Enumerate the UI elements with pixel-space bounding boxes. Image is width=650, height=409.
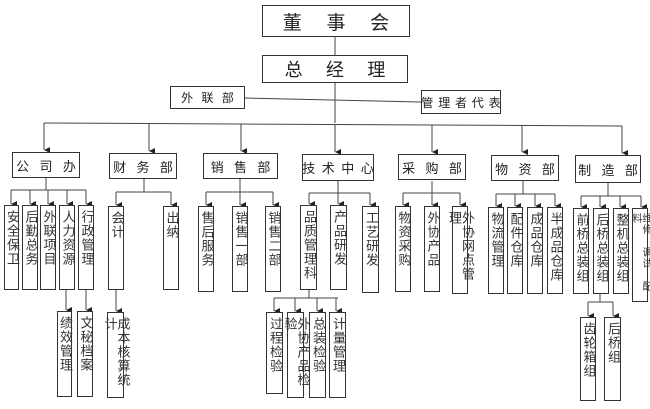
unit-label: 行政管理 xyxy=(78,210,94,266)
general-manager-box: 总经理 xyxy=(262,55,408,83)
unit-material-purchase: 物资采购 xyxy=(395,206,411,292)
unit-process-rd: 工艺研发 xyxy=(362,206,379,293)
dept-procurement: 采购部 xyxy=(398,154,466,180)
unit-admin: 行政管理 xyxy=(78,205,94,290)
unit-label: 外协产品 xyxy=(424,211,440,267)
unit-sales-2: 销售二部 xyxy=(265,206,281,292)
unit-maintenance-testing: 维修 调试 配料 xyxy=(630,208,650,302)
unit-label: 过程检验 xyxy=(267,317,282,373)
dept-finance: 财务部 xyxy=(109,153,177,179)
management-rep-box: 管理者代表 xyxy=(421,90,501,114)
unit-quality-management: 品质管理科 xyxy=(300,205,317,290)
sub-gearbox-group: 齿轮箱组 xyxy=(580,317,596,401)
unit-machine-assembly: 整机总装组 xyxy=(613,208,629,294)
sub-cost-accounting: 成本核算统计 xyxy=(102,312,130,398)
dept-label: 物资部 xyxy=(495,162,566,178)
dept-label: 公司办 xyxy=(16,159,87,175)
dept-tech-center: 技术中心 xyxy=(302,154,374,181)
unit-label: 后桥总装组 xyxy=(593,213,609,283)
sub-performance: 绩效管理 xyxy=(57,311,72,397)
sub-process-inspection: 过程检验 xyxy=(266,312,283,394)
sub-assembly-inspection: 总装检验 xyxy=(309,312,326,398)
dept-general-office: 公司办 xyxy=(12,152,80,178)
unit-parts-warehouse: 配件仓库 xyxy=(507,207,523,294)
unit-front-axle-assembly: 前桥总装组 xyxy=(573,208,589,294)
management-rep-label: 管理者代表 xyxy=(421,95,506,110)
unit-hr: 人力资源 xyxy=(59,205,75,290)
board-box: 董事会 xyxy=(262,5,410,37)
sub-outsourced-inspection: 外协产品检验 xyxy=(282,312,310,398)
unit-label: 齿轮箱组 xyxy=(580,322,596,378)
unit-label: 前桥总装组 xyxy=(573,213,589,283)
unit-label: 外协网点管理 xyxy=(446,211,474,281)
sub-metrology: 计量管理 xyxy=(329,312,346,398)
unit-security: 安全保卫 xyxy=(4,205,19,290)
sub-rear-axle-group: 后桥组 xyxy=(604,317,621,401)
unit-product-rd: 产品研发 xyxy=(330,205,347,290)
unit-logistics: 后勤总务 xyxy=(22,205,38,290)
dept-label: 销售部 xyxy=(210,160,281,176)
unit-label: 产品研发 xyxy=(331,210,346,266)
unit-label: 计量管理 xyxy=(330,317,345,373)
unit-label: 品质管理科 xyxy=(301,210,316,280)
unit-outsourced-products: 外协产品 xyxy=(424,206,440,292)
unit-rear-axle-assembly: 后桥总装组 xyxy=(593,208,609,294)
unit-label: 人力资源 xyxy=(59,210,75,266)
unit-label: 整机总装组 xyxy=(613,213,629,283)
dept-label: 财务部 xyxy=(113,160,184,176)
unit-label: 物流管理 xyxy=(488,212,504,268)
dept-materials: 物资部 xyxy=(491,155,559,181)
unit-cashier: 出纳 xyxy=(163,206,179,290)
unit-label: 工艺研发 xyxy=(363,211,378,267)
unit-label: 销售一部 xyxy=(232,211,248,267)
unit-label: 绩效管理 xyxy=(57,316,72,372)
unit-label: 物资采购 xyxy=(395,211,411,267)
unit-label: 安全保卫 xyxy=(4,210,19,266)
unit-label: 文秘档案 xyxy=(77,316,93,372)
unit-label: 半成品仓库 xyxy=(547,212,563,282)
dept-manufacturing: 制造部 xyxy=(575,155,641,183)
unit-logistics-management: 物流管理 xyxy=(488,207,504,294)
unit-external-projects: 外联项目 xyxy=(40,205,56,290)
dept-label: 技术中心 xyxy=(302,162,381,177)
unit-label: 售后服务 xyxy=(198,211,214,267)
general-manager-label: 总经理 xyxy=(284,60,409,81)
unit-label: 会计 xyxy=(108,211,124,239)
unit-semi-finished-warehouse: 半成品仓库 xyxy=(547,207,563,294)
unit-after-sales: 售后服务 xyxy=(198,206,214,292)
unit-accounting: 会计 xyxy=(108,206,124,290)
unit-label: 外协产品检验 xyxy=(281,317,310,387)
unit-outsourced-network: 外协网点管理 xyxy=(446,206,474,294)
dept-label: 制造部 xyxy=(578,163,649,179)
external-affairs-box: 外联部 xyxy=(170,86,245,109)
unit-label: 配件仓库 xyxy=(507,212,523,268)
external-affairs-label: 外联部 xyxy=(181,91,243,105)
board-label: 董事会 xyxy=(282,11,414,34)
unit-label: 后桥组 xyxy=(605,322,620,364)
unit-label: 出纳 xyxy=(163,211,179,239)
dept-label: 采购部 xyxy=(402,161,473,177)
unit-finished-warehouse: 成品仓库 xyxy=(527,207,543,294)
unit-label: 后勤总务 xyxy=(22,210,38,266)
unit-label: 维修 调试 配料 xyxy=(630,213,650,292)
unit-sales-1: 销售一部 xyxy=(232,206,248,292)
unit-label: 成品仓库 xyxy=(527,212,543,268)
sub-secretary-archives: 文秘档案 xyxy=(77,311,93,397)
unit-label: 销售二部 xyxy=(265,211,281,267)
unit-label: 成本核算统计 xyxy=(101,317,130,387)
unit-label: 总装检验 xyxy=(310,317,325,373)
unit-label: 外联项目 xyxy=(40,210,56,266)
dept-sales: 销售部 xyxy=(203,153,278,179)
